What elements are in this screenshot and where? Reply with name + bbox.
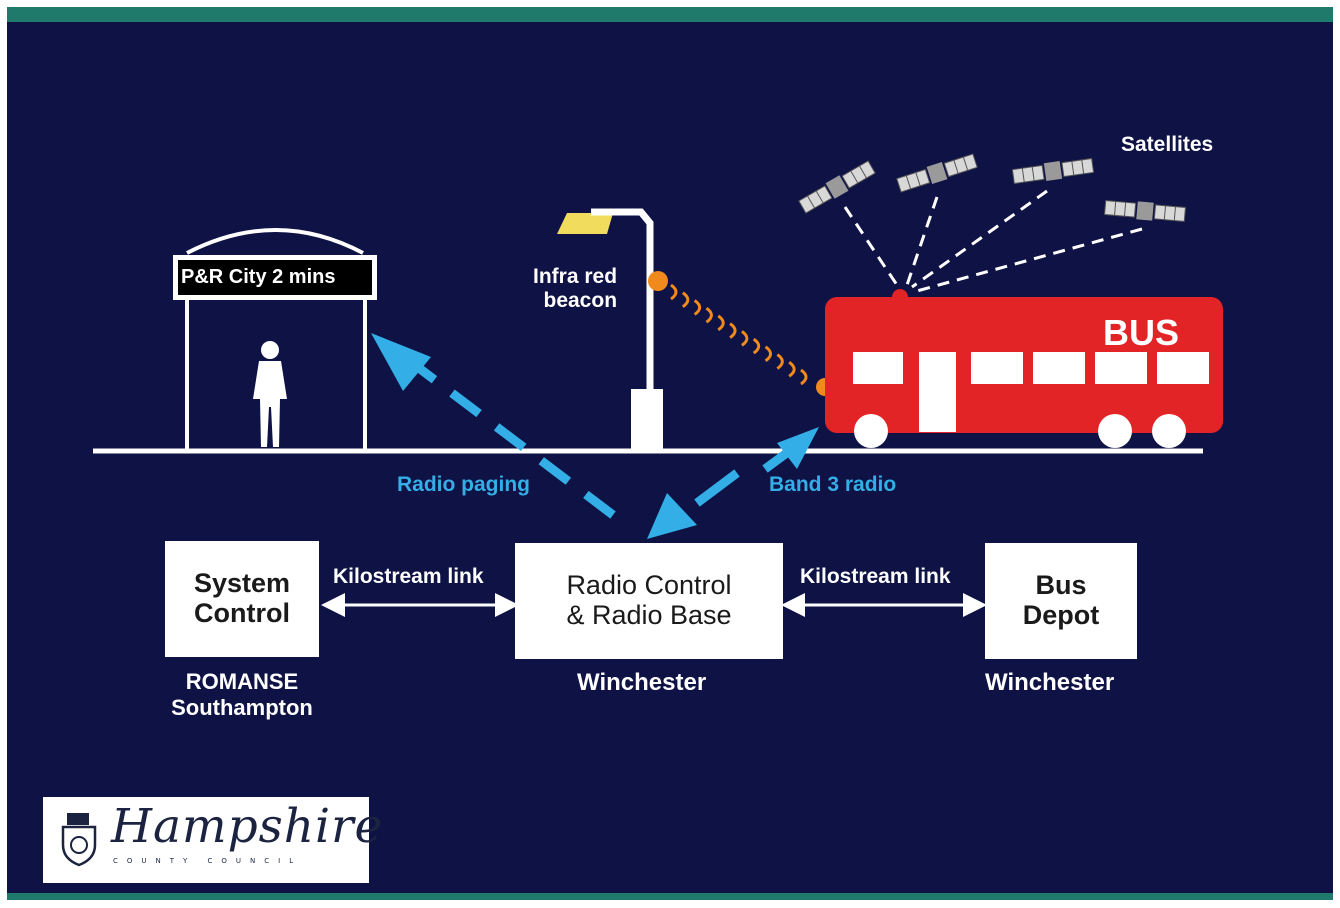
system-control-line1: System [193,568,291,599]
satellite-icon [896,153,978,193]
system-control-box: System Control [165,541,319,657]
infrared-wave [800,368,808,386]
satellite-icon [1011,157,1095,185]
top-frame-bar [7,7,1333,22]
infrared-wave [740,330,749,347]
satellite-signals [843,189,1143,293]
bus-depot-line2: Depot [1022,600,1100,630]
satellite-icon [798,160,876,214]
satellite-icon [1104,199,1186,223]
logo-subtitle: COUNTY COUNCIL [113,857,303,865]
winchester-right-label: Winchester [985,669,1115,696]
infrared-beacon [648,271,834,396]
radio-control-line1: Radio Control [566,570,732,601]
romanse-line2: Southampton [171,695,313,720]
person-icon [253,341,287,447]
lamp-post [557,208,663,449]
satellites-group [798,153,1186,223]
beacon-label-line2: beacon [543,289,618,312]
diagram-panel: Satellites P&R City 2 mins Infra red bea… [7,7,1333,900]
infrared-wave [729,322,737,339]
crest-icon [61,813,97,867]
band3-radio-arrow [647,427,819,539]
bus-shelter [173,228,377,449]
radio-control-box: Radio Control & Radio Base [515,543,783,659]
infrared-wave [717,314,725,332]
infrared-wave [705,306,713,324]
kilostream-label-right: Kilostream link [800,565,951,588]
romanse-label: ROMANSE Southampton [157,669,327,721]
romanse-line1: ROMANSE [185,669,299,694]
radio-control-line2: & Radio Base [566,600,732,630]
infrared-wave [693,299,702,316]
infrared-wave [752,337,761,355]
diagram-graphics [93,153,1223,617]
satellites-label: Satellites [1121,133,1214,156]
infrared-wave [764,345,773,363]
bus-depot-box: Bus Depot [985,543,1137,659]
bus-label: BUS [1103,312,1180,353]
bus-icon [825,289,1223,448]
radio-paging-label: Radio paging [397,473,530,496]
beacon-label: Infra red beacon [533,265,617,313]
band3-radio-label: Band 3 radio [769,473,897,496]
bottom-frame-bar [7,893,1333,900]
beacon-label-line1: Infra red [533,265,618,288]
kilostream-label-left: Kilostream link [333,565,484,588]
infrared-wave [670,283,678,301]
infrared-wave [788,361,796,378]
infrared-wave [776,353,784,370]
logo-name: Hampshire [111,799,384,854]
winchester-center-label: Winchester [577,669,707,696]
hampshire-logo: Hampshire COUNTY COUNCIL [43,797,382,883]
infrared-wave [681,291,690,308]
bus-depot-line1: Bus [1035,570,1087,601]
shelter-sign-text: P&R City 2 mins [181,266,336,288]
system-control-line2: Control [194,598,290,628]
radio-paging-arrow [371,333,616,519]
